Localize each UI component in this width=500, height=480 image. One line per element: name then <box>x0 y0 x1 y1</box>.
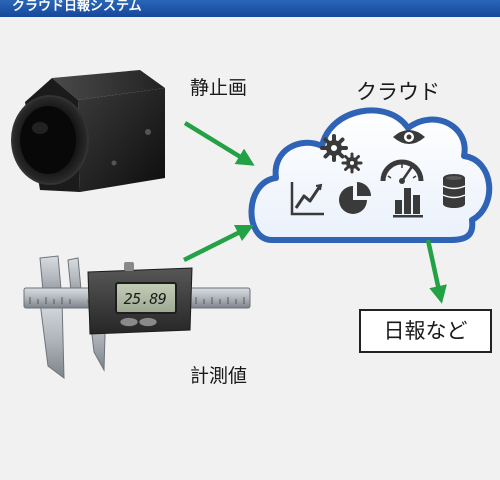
still-image-label: 静止画 <box>190 77 248 99</box>
pie-chart-icon <box>339 182 371 214</box>
header-bar: クラウド日報システム <box>0 0 500 17</box>
report-output-label: 日報など <box>383 319 468 343</box>
cloud-icon <box>248 107 493 243</box>
eye-icon <box>393 130 425 144</box>
arrow-caliper-to-cloud <box>182 224 255 263</box>
camera-icon <box>11 70 165 192</box>
measurement-label: 計測値 <box>190 365 248 387</box>
caliper-display-value: 25.89 <box>123 290 167 308</box>
cloud-label: クラウド <box>356 80 440 104</box>
header-title: クラウド日報システム <box>12 0 142 14</box>
gauge-icon <box>380 159 424 184</box>
report-output-box: 日報など <box>359 309 492 353</box>
gears-icon <box>320 134 363 174</box>
bar-chart-icon <box>393 188 423 218</box>
line-chart-icon <box>290 182 324 216</box>
caliper-icon <box>23 255 251 380</box>
arrow-camera-to-cloud <box>183 121 255 166</box>
database-icon <box>442 174 466 208</box>
arrow-cloud-to-report <box>425 239 447 304</box>
